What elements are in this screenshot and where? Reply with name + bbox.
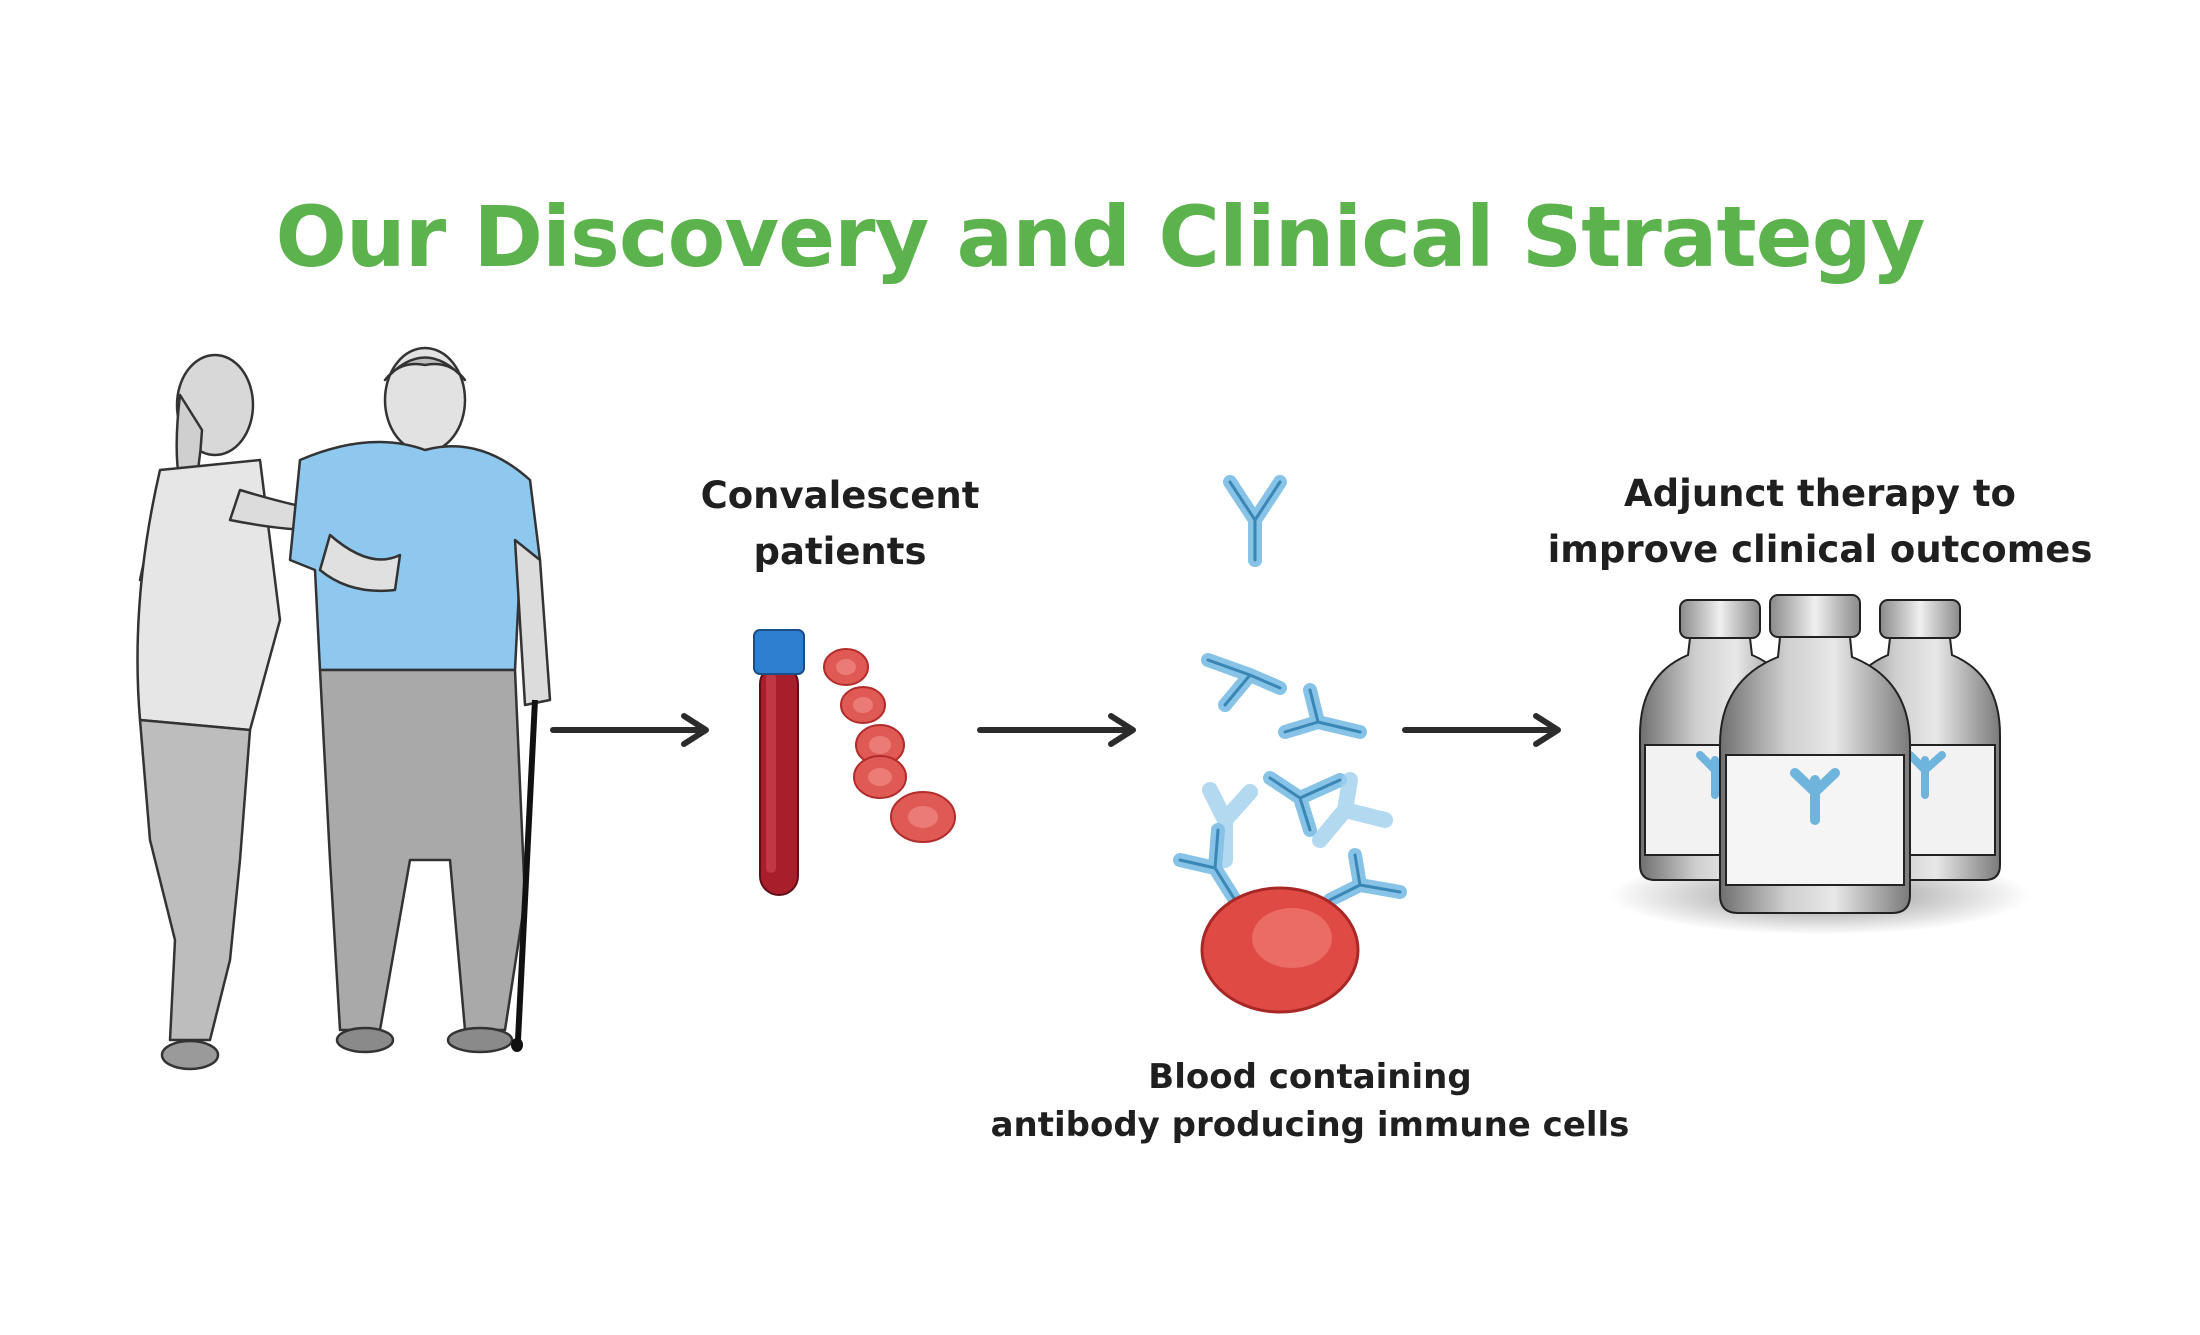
label-line: Blood containing [1148, 1057, 1472, 1097]
patients-illustration [130, 340, 552, 1100]
antibody-icon [1223, 475, 1287, 567]
blood-immune-cells-label: Blood containing antibody producing immu… [990, 1053, 1630, 1149]
arrow-right-icon [548, 710, 718, 750]
label-line: patients [753, 530, 927, 573]
blood-tube-icon [750, 625, 810, 905]
arrow-right-icon [1400, 710, 1570, 750]
label-line: improve clinical outcomes [1547, 528, 2093, 571]
label-line: Adjunct therapy to [1624, 472, 2016, 515]
arrow-right-icon [975, 710, 1145, 750]
adjunct-therapy-label: Adjunct therapy to improve clinical outc… [1530, 466, 2110, 578]
red-blood-cells-icon [808, 645, 968, 855]
label-line: Convalescent [700, 474, 980, 517]
immune-cell-icon [1200, 886, 1360, 1014]
diagram-title: Our Discovery and Clinical Strategy [275, 188, 1925, 286]
antibody-cluster [1170, 460, 1440, 1020]
vials-icon [1610, 594, 2030, 935]
label-line: antibody producing immune cells [990, 1105, 1630, 1145]
convalescent-patients-label: Convalescent patients [640, 468, 1040, 580]
